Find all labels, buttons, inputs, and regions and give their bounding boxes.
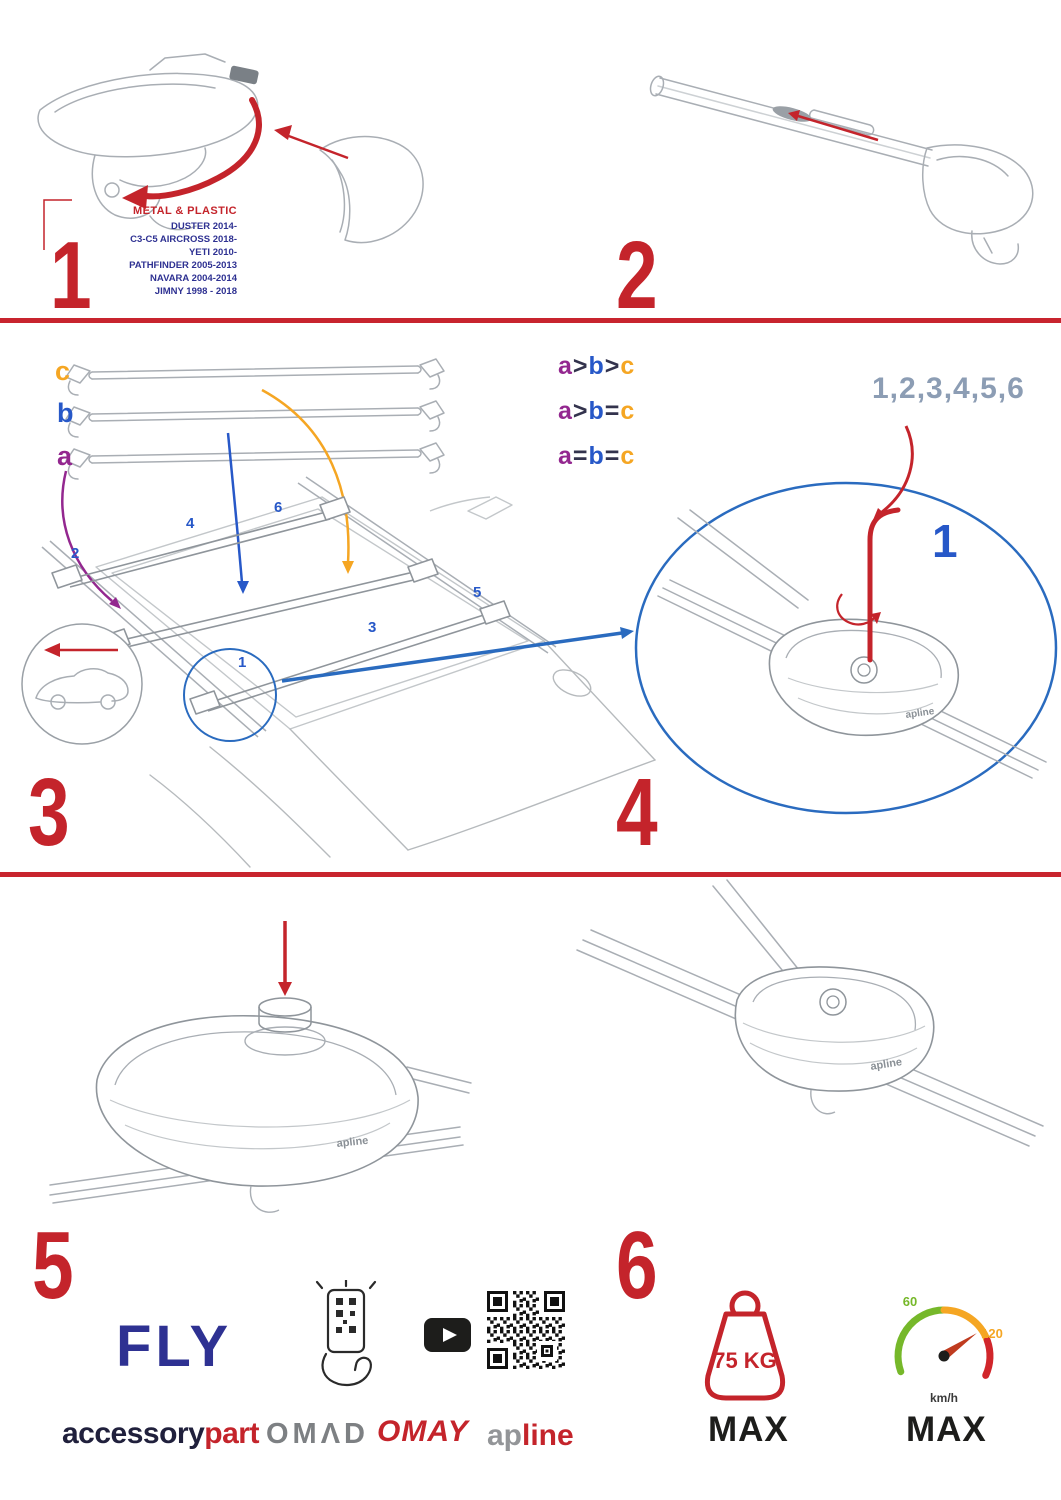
youtube-icon [424,1318,471,1352]
sequence-arrow [873,425,914,520]
step1-red-arrows [43,97,349,250]
model-list-item: JIMNY 1998 - 2018 [154,286,237,297]
step5-cap-drawing: apline [49,921,472,1213]
speedometer-icon: 60 120 km/h [894,1294,1003,1405]
foot-highlight-circle [183,648,277,742]
cap [258,997,312,1033]
roof-outline [95,496,545,730]
model-list-item: C3-C5 AIRCROSS 2018- [130,234,237,245]
step6-mounted-drawing: apline [576,879,1044,1147]
step3-roof-drawing [21,358,656,868]
section-divider [0,872,1061,877]
step3-number: 3 [28,759,70,866]
model-list-item: YETI 2010- [188,247,237,258]
material-label: METAL & PLASTIC [133,205,237,217]
size-rule: a>b=c [558,397,636,425]
bar-position-curves [61,388,354,609]
press-arrow [278,921,292,996]
step2-bar-pad-drawing [649,75,1034,265]
step1-fit-list: METAL & PLASTIC DUSTER 2014- C3-C5 AIRCR… [95,205,237,298]
position-number-3: 3 [368,619,377,636]
fly-logo: FLY [116,1314,233,1379]
foot-top-view: apline [768,618,959,737]
car-direction-inset [21,623,143,745]
position-number-4: 4 [186,515,195,532]
step1-foot-cover-drawing [37,53,424,250]
crossbar-set [65,358,445,480]
step5-number: 5 [32,1212,74,1319]
position-number-5: 5 [473,584,482,601]
apline-logo: apline [487,1419,574,1452]
accessorypart-logo: accessorypart [62,1417,259,1450]
size-rule: a=b=c [558,442,636,470]
car-body-lines [149,640,656,868]
foot-brand-text: apline [336,1135,369,1150]
model-list-item: PATHFINDER 2005-2013 [129,260,237,271]
step4-number: 4 [616,759,658,866]
weight-value: 75 KG [713,1348,777,1373]
bar-label-b: b [57,398,74,428]
speed-high-label: 120 [981,1326,1003,1341]
step4-detail-drawing: apline [634,425,1058,815]
model-list-item: NAVARA 2004-2014 [150,273,237,284]
bar-label-c: c [55,356,71,386]
omad-logo: OMΛD [266,1418,369,1450]
step2-red-arrow [788,110,879,142]
detail-circle [634,481,1058,815]
weight-max-label: MAX [708,1410,789,1449]
position-number-6: 6 [274,499,283,516]
speed-low-label: 60 [903,1294,917,1309]
tightening-sequence: 1,2,3,4,5,6 [872,372,1025,405]
step1-number: 1 [50,222,92,329]
foot-brand-text: apline [870,1056,903,1073]
max-weight-icon: 75 KG [704,1290,786,1401]
position-number-2: 2 [71,545,80,562]
foot-with-cap: apline [95,1014,419,1213]
step6-number: 6 [616,1212,658,1319]
section-divider [0,318,1061,323]
model-list-item: DUSTER 2014- [171,221,237,232]
speed-unit-label: km/h [930,1391,958,1405]
sequence-first-number: 1 [932,515,958,567]
qr-code-icon [487,1291,565,1369]
size-rules-legend: a>b>c a>b=c a=b=c [558,352,635,487]
speed-max-label: MAX [906,1410,987,1449]
rotation-arrow [836,593,881,626]
bar-label-a: a [57,441,73,471]
size-rule: a>b>c [558,352,636,380]
needle [941,1333,977,1360]
foot-brand-text: apline [905,706,936,721]
position-number-1: 1 [238,654,247,671]
brand-plate [229,65,259,85]
mounted-foot: apline [734,966,935,1115]
model-list: DUSTER 2014- C3-C5 AIRCROSS 2018- YETI 2… [95,220,237,298]
omay-logo: OMAY [377,1415,469,1448]
detail-connector-arrow [281,627,634,683]
step2-number: 2 [616,222,658,329]
phone-qr-scan-icon [315,1280,377,1387]
